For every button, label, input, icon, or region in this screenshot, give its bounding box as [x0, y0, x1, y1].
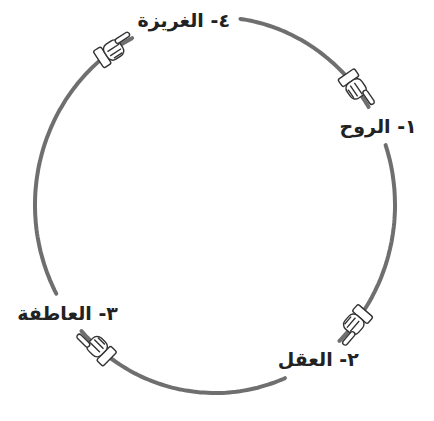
- cycle-arc: [74, 324, 284, 393]
- hand-part: [114, 31, 130, 44]
- hand-part: [343, 315, 359, 331]
- cycle-item: ١- الروح: [336, 113, 421, 139]
- cycle-item: ٣- العاطفة: [13, 300, 122, 326]
- item-label: ٤- الغريزة: [138, 9, 230, 31]
- cycle-arc: [240, 19, 376, 113]
- hand-part: [344, 76, 369, 101]
- hand-part: [362, 89, 375, 105]
- arc-line: [339, 145, 395, 341]
- hand-part: [90, 336, 106, 352]
- hand-part: [347, 83, 362, 100]
- arc-line: [240, 19, 368, 107]
- item-label: ٣- العاطفة: [17, 302, 118, 324]
- arc-line: [82, 331, 285, 393]
- item-label: ٢- العقل: [278, 348, 359, 370]
- cycle-arc: [332, 145, 395, 347]
- hand-part: [342, 331, 356, 346]
- cycle-arc: [35, 30, 138, 294]
- arc-line: [35, 38, 132, 294]
- pointing-hand: [74, 324, 116, 366]
- hand-part: [107, 44, 124, 59]
- pointing-hand: [332, 304, 373, 347]
- pointing-hand: [338, 68, 377, 112]
- cycle-item: ٢- العقل: [274, 346, 363, 372]
- cycle-item: ٤- الغريزة: [134, 7, 234, 33]
- hand-part: [76, 333, 91, 348]
- item-label: ١- الروح: [340, 115, 417, 137]
- pointing-hand: [93, 30, 137, 68]
